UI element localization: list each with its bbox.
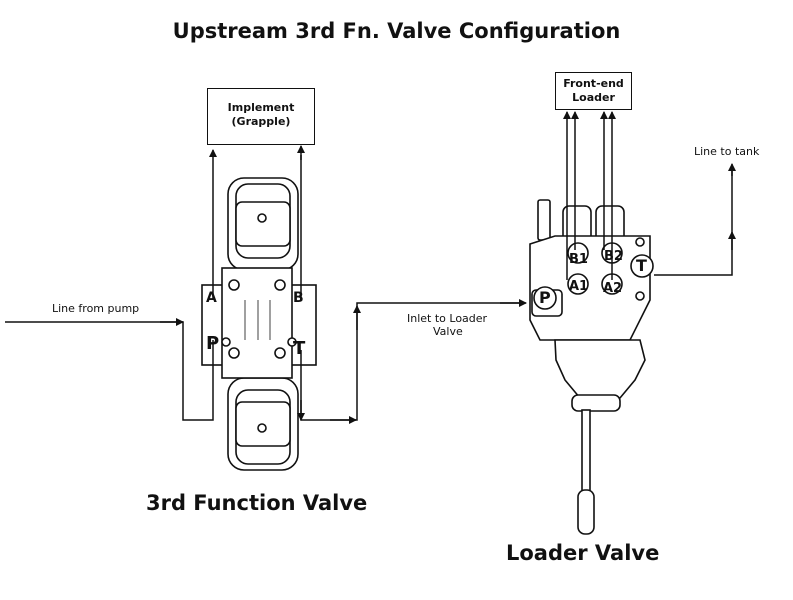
grapple-label: (Grapple) [231,115,291,128]
front-end-label: Front-end [563,77,624,90]
loader-port-b2: B2 [604,249,623,264]
loader-valve [529,199,654,535]
front-end-loader-box: Front-end Loader [555,72,632,110]
port-t-label: T [293,338,306,359]
loader-port-a2: A2 [603,281,623,296]
implement-label: Implement [227,101,295,114]
port-a-label: A [206,290,217,306]
port-p-label: P [206,333,220,354]
implement-box: Implement (Grapple) [207,88,315,145]
port-b-label: B [293,290,304,306]
diagram-title: Upstream 3rd Fn. Valve Configuration [172,19,621,43]
loader-valve-caption: Loader Valve [506,541,660,565]
loader-port-t: T [636,256,647,275]
inlet-label-line1: Inlet to Loader [407,312,488,325]
loader-port-a1: A1 [569,279,589,294]
loader-port-p: P [539,288,551,307]
loader-label: Loader [572,91,615,104]
third-function-valve-caption: 3rd Function Valve [146,491,368,515]
line-to-tank-label: Line to tank [694,145,760,158]
inlet-label-line2: Valve [433,325,463,338]
third-fn-hydraulic-lines [5,145,527,424]
loader-port-b1: B1 [569,252,588,267]
loader-hydraulic-lines [563,111,736,280]
line-from-pump-label: Line from pump [52,302,140,315]
third-function-valve [201,177,317,471]
